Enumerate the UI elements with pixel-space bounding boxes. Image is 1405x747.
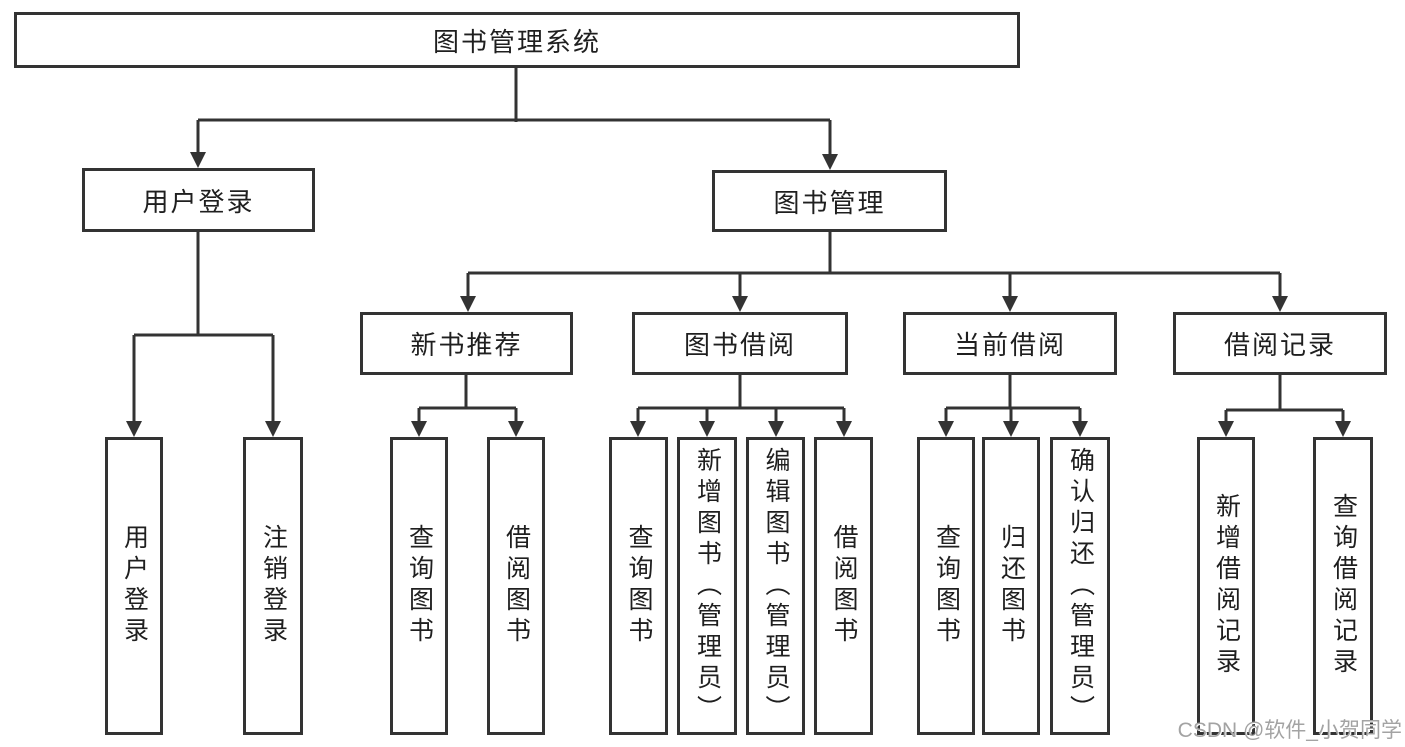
node-label: 新增借阅记录: [1212, 493, 1241, 679]
node-bb-borrow-books: 借阅图书: [814, 437, 873, 735]
arrow-icon: [126, 421, 142, 437]
arrow-icon: [1272, 296, 1288, 312]
arrow-icon: [938, 421, 954, 437]
arrow-icon: [630, 421, 646, 437]
node-current-borrowing: 当前借阅: [903, 312, 1117, 375]
node-label: 新书推荐: [410, 330, 523, 360]
node-br-query-borrow-record: 查询借阅记录: [1313, 437, 1373, 735]
node-label: 新增图书（管理员）: [693, 446, 722, 726]
node-nbr-borrow-books: 借阅图书: [487, 437, 545, 735]
node-bb-edit-books-admin: 编辑图书（管理员）: [746, 437, 805, 735]
node-label: 图书借阅: [683, 330, 796, 360]
node-label: 确认归还（管理员）: [1066, 446, 1095, 726]
node-nbr-query-books: 查询图书: [390, 437, 448, 735]
node-label: 借阅图书: [830, 524, 858, 648]
node-br-add-borrow-record: 新增借阅记录: [1197, 437, 1255, 735]
node-new-book-recommendation: 新书推荐: [360, 312, 573, 375]
arrow-icon: [1335, 421, 1351, 437]
arrow-icon: [822, 154, 838, 170]
arrow-icon: [265, 421, 281, 437]
node-bb-add-books-admin: 新增图书（管理员）: [677, 437, 737, 735]
node-cb-confirm-return-admin: 确认归还（管理员）: [1050, 437, 1110, 735]
node-book-management: 图书管理: [712, 170, 947, 232]
node-label: 图书管理系统: [432, 26, 601, 57]
arrow-icon: [1218, 421, 1234, 437]
csdn-watermark: CSDN @软件_小贺同学: [1177, 719, 1402, 742]
arrow-icon: [1072, 421, 1088, 437]
node-library-management-system: 图书管理系统: [14, 12, 1020, 68]
node-borrowing-records: 借阅记录: [1173, 312, 1387, 375]
node-label: 查询图书: [625, 524, 653, 648]
node-book-borrowing: 图书借阅: [632, 312, 848, 375]
node-label: 编辑图书（管理员）: [762, 446, 790, 726]
connector-path: [132, 68, 1345, 423]
node-cb-return-books: 归还图书: [982, 437, 1040, 735]
node-label: 注销登录: [259, 524, 288, 648]
arrow-icon: [411, 421, 427, 437]
node-bb-query-books: 查询图书: [609, 437, 668, 735]
node-label: 借阅图书: [502, 524, 531, 648]
node-label: 图书管理: [773, 187, 886, 218]
node-label: 查询图书: [405, 524, 434, 648]
node-label: 当前借阅: [953, 330, 1066, 360]
arrow-icon: [836, 421, 852, 437]
arrow-icon: [1003, 421, 1019, 437]
node-label: 借阅记录: [1223, 330, 1336, 360]
node-label: 用户登录: [142, 186, 255, 217]
node-cb-query-books: 查询图书: [917, 437, 975, 735]
arrow-icon: [732, 296, 748, 312]
node-label: 查询图书: [932, 524, 961, 648]
node-label: 查询借阅记录: [1329, 493, 1358, 679]
arrow-icon: [1002, 296, 1018, 312]
node-leaf-user-login: 用户登录: [105, 437, 163, 735]
arrow-icon: [699, 421, 715, 437]
arrow-icon: [768, 421, 784, 437]
arrowheads: [126, 152, 1351, 437]
node-leaf-logout: 注销登录: [243, 437, 303, 735]
arrow-icon: [508, 421, 524, 437]
node-label: 归还图书: [997, 524, 1026, 648]
arrow-icon: [460, 296, 476, 312]
node-label: 用户登录: [120, 524, 149, 648]
arrow-icon: [190, 152, 206, 168]
node-user-login: 用户登录: [82, 168, 315, 232]
